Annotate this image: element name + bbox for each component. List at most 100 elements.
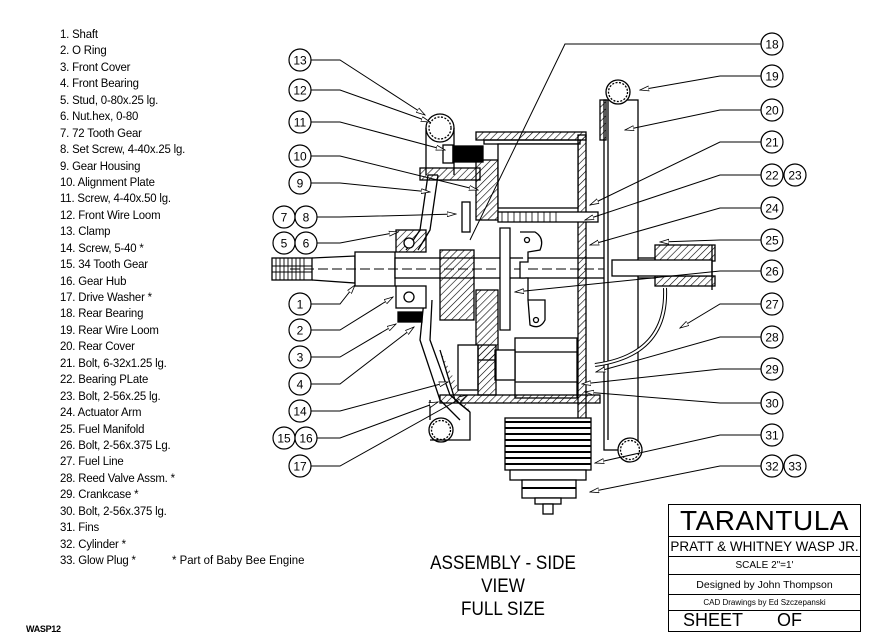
parts-list-item: 25. Fuel Manifold xyxy=(60,421,145,436)
actuator-arm xyxy=(499,227,546,331)
fuel-manifold xyxy=(611,244,716,290)
callout-number: 33 xyxy=(788,460,802,474)
leader-line xyxy=(680,303,761,328)
parts-list-item: 3. Front Cover xyxy=(60,59,131,74)
leader-line xyxy=(595,434,761,463)
parts-list-item: 14. Screw, 5-40 * xyxy=(60,240,144,255)
callout-number: 32 xyxy=(765,460,779,474)
parts-note: * Part of Baby Bee Engine xyxy=(172,553,305,567)
callout-number: 30 xyxy=(765,397,779,411)
parts-list-item: 5. Stud, 0-80x.25 lg. xyxy=(60,92,159,107)
leader-line xyxy=(590,207,761,246)
parts-list-item: 20. Rear Cover xyxy=(60,339,135,354)
callout-number: 26 xyxy=(765,265,779,279)
callout-number: 20 xyxy=(765,104,779,118)
leader-line xyxy=(311,182,430,192)
engine-cross-section xyxy=(271,79,716,515)
callout-bubble: 32 xyxy=(760,454,784,478)
callout-bubble: 20 xyxy=(760,98,784,122)
parts-list-item: 9. Gear Housing xyxy=(60,158,141,173)
rear-cover xyxy=(475,131,599,426)
callout-number: 9 xyxy=(297,177,304,191)
parts-list-item: 30. Bolt, 2-56x.375 lg. xyxy=(60,503,167,518)
callout-number: 10 xyxy=(293,150,307,164)
callout-bubble: 22 xyxy=(760,163,784,187)
title-block-subtitle: PRATT & WHITNEY WASP JR. xyxy=(669,537,860,557)
parts-list-item: 11. Screw, 4-40x.50 lg. xyxy=(60,191,171,206)
callout-bubble: 4 xyxy=(288,372,312,396)
parts-list-item: 33. Glow Plug * xyxy=(60,553,136,567)
leader-line xyxy=(625,109,761,130)
leader-line xyxy=(311,327,414,385)
callout-number: 3 xyxy=(297,351,304,365)
sheet-label: SHEET xyxy=(683,611,744,630)
callout-number: 14 xyxy=(293,405,307,419)
callout-bubble: 3 xyxy=(288,345,312,369)
callout-bubble: 2 xyxy=(288,318,312,342)
parts-list-item: 22. Bearing PLate xyxy=(60,372,149,387)
crankcase xyxy=(439,337,601,404)
parts-list-item: 10. Alignment Plate xyxy=(60,174,155,189)
title-block: TARANTULA PRATT & WHITNEY WASP JR. SCALE… xyxy=(668,504,861,632)
parts-list-item: 7. 72 Tooth Gear xyxy=(60,125,142,140)
parts-list-item: 23. Bolt, 2-56x.25 lg. xyxy=(60,388,161,403)
callout-number: 21 xyxy=(765,136,779,150)
leader-line xyxy=(596,336,761,373)
view-title-line2: FULL SIZE xyxy=(461,599,545,620)
parts-list-item: 17. Drive Washer * xyxy=(60,290,152,304)
leader-line xyxy=(585,174,761,221)
callout-bubble: 25 xyxy=(760,228,784,252)
parts-list-item: 19. Rear Wire Loom xyxy=(60,322,159,337)
callout-bubble: 14 xyxy=(288,399,312,423)
callout-bubble: 9 xyxy=(288,171,312,195)
callout-number: 28 xyxy=(765,331,779,345)
parts-list-item: 4. Front Bearing xyxy=(60,76,139,91)
callout-number: 5 xyxy=(281,237,288,251)
callout-bubble: 1 xyxy=(288,292,312,316)
callout-bubble: 5 xyxy=(272,231,296,255)
callout-bubble: 7 xyxy=(272,205,296,229)
leader-line xyxy=(311,59,425,115)
leader-line xyxy=(311,395,467,467)
callout-number: 27 xyxy=(765,298,779,312)
callout-number: 12 xyxy=(293,84,307,98)
parts-list-item: 15. 34 Tooth Gear xyxy=(60,257,148,272)
callout-number: 7 xyxy=(281,211,288,225)
callout-bubble: 8 xyxy=(294,205,318,229)
parts-list-item: 29. Crankcase * xyxy=(60,487,139,502)
leader-line xyxy=(590,465,761,492)
parts-list-item: 24. Actuator Arm xyxy=(60,405,142,420)
title-block-designer: Designed by John Thompson xyxy=(669,575,860,595)
leader-line xyxy=(311,89,430,122)
callout-number: 29 xyxy=(765,363,779,377)
callout-bubble: 19 xyxy=(760,64,784,88)
leader-line xyxy=(582,368,761,384)
callout-number: 18 xyxy=(765,38,779,52)
callout-number: 22 xyxy=(765,169,779,183)
of-label: OF xyxy=(777,611,803,630)
leader-line xyxy=(311,382,448,412)
title-block-scale: SCALE 2"=1' xyxy=(669,557,860,575)
callout-bubble: 26 xyxy=(760,259,784,283)
callout-bubble: 11 xyxy=(288,110,312,134)
callout-bubble: 23 xyxy=(783,163,807,187)
leader-line xyxy=(295,402,438,439)
leader-line xyxy=(585,392,761,404)
drawing-id: WASP12 xyxy=(26,624,61,634)
callout-number: 17 xyxy=(293,460,307,474)
leader-line xyxy=(311,297,393,331)
leader-line xyxy=(469,43,761,241)
callout-bubble: 31 xyxy=(760,423,784,447)
parts-list-item: 31. Fins xyxy=(60,520,100,535)
callout-number: 4 xyxy=(297,378,304,392)
title-block-title: TARANTULA xyxy=(669,505,860,537)
parts-list-item: 2. O Ring xyxy=(60,43,107,58)
parts-list-item: 18. Rear Bearing xyxy=(60,306,144,321)
leader-line xyxy=(515,270,761,292)
parts-list-item: 16. Gear Hub xyxy=(60,273,127,288)
callout-bubble: 17 xyxy=(288,454,312,478)
leader-line xyxy=(660,240,761,242)
callout-number: 25 xyxy=(765,234,779,248)
